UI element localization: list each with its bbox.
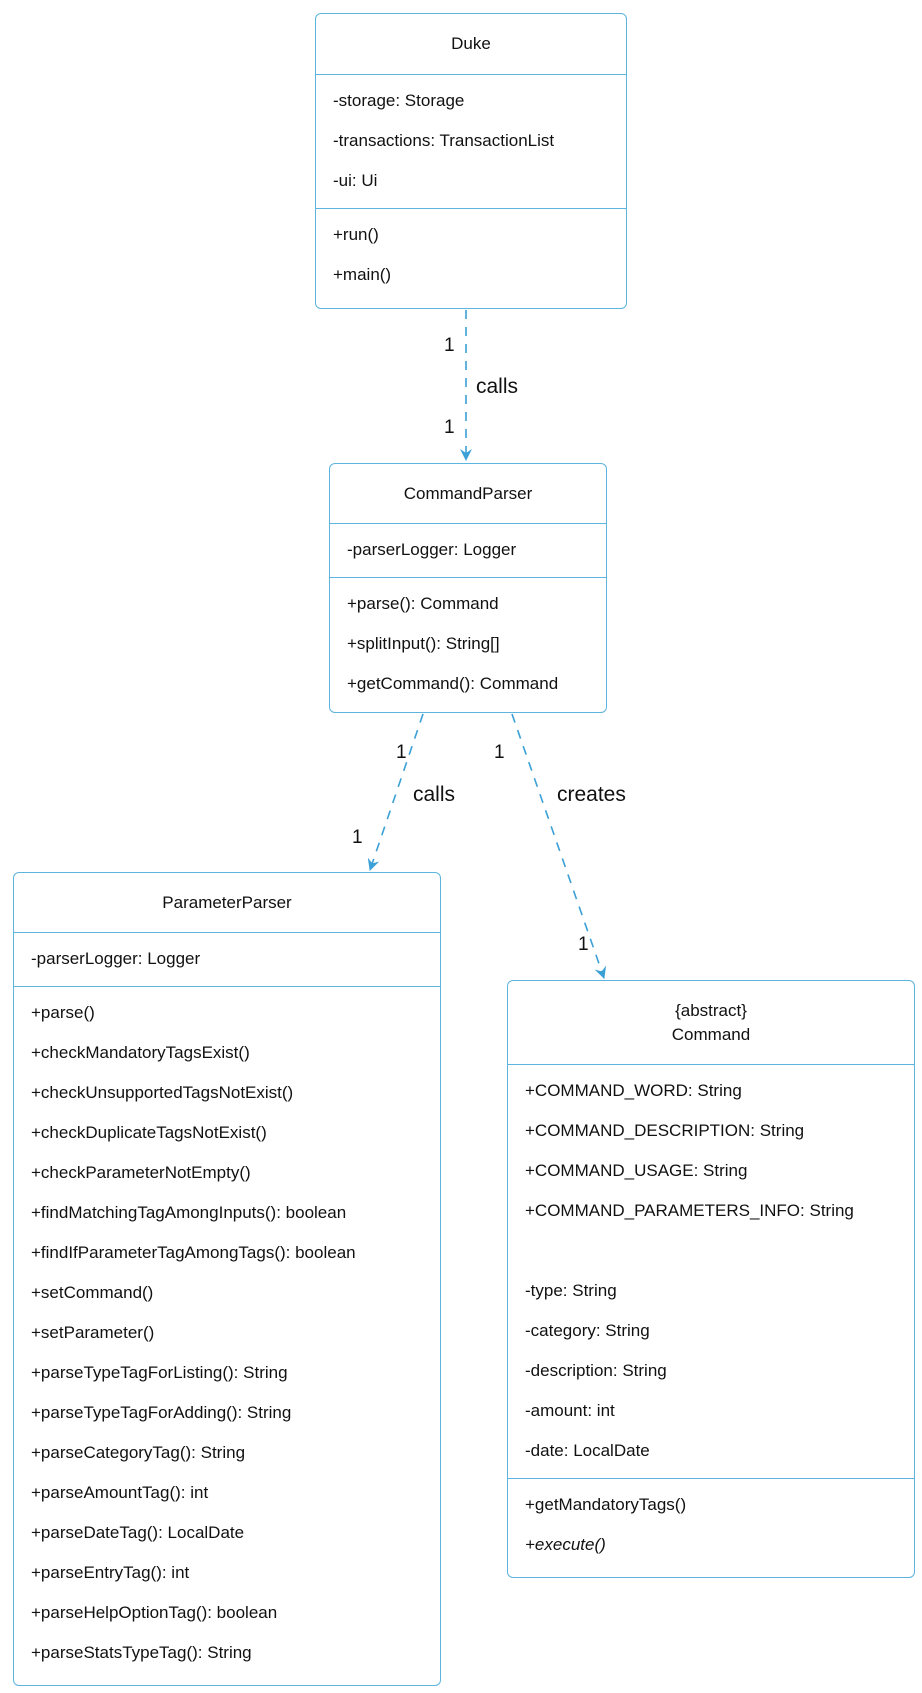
attribute: -parserLogger: Logger — [31, 949, 201, 968]
attribute: -storage: Storage — [333, 91, 465, 110]
method: +parseCategoryTag(): String — [31, 1443, 246, 1462]
attribute: -ui: Ui — [333, 171, 378, 190]
multiplicity-source: 1 — [494, 742, 505, 763]
class-parameter-parser: ParameterParser -parserLogger: Logger +p… — [13, 872, 441, 1686]
multiplicity-target: 1 — [578, 934, 589, 955]
method: +main() — [333, 265, 392, 284]
method: +findIfParameterTagAmongTags(): boolean — [31, 1243, 356, 1262]
attribute: -transactions: TransactionList — [333, 131, 555, 150]
method: +checkDuplicateTagsNotExist() — [31, 1123, 267, 1142]
attribute: -parserLogger: Logger — [347, 540, 517, 559]
multiplicity-target: 1 — [352, 827, 363, 848]
method: +parseStatsTypeTag(): String — [31, 1643, 252, 1662]
method: +parseEntryTag(): int — [31, 1563, 190, 1582]
method: +parseHelpOptionTag(): boolean — [31, 1603, 278, 1622]
class-parameter-parser-methods: +parse() +checkMandatoryTagsExist() +che… — [14, 986, 440, 1680]
method: +checkParameterNotEmpty() — [31, 1163, 251, 1182]
method: +parse(): Command — [347, 594, 499, 613]
class-duke-attributes: -storage: Storage -transactions: Transac… — [316, 75, 626, 208]
attribute: +COMMAND_DESCRIPTION: String — [525, 1121, 805, 1140]
method: +splitInput(): String[] — [347, 634, 500, 653]
method: +setCommand() — [31, 1283, 154, 1302]
class-command-header: {abstract} Command — [508, 981, 914, 1065]
class-duke-name: Duke — [451, 34, 491, 53]
class-command-parser-header: CommandParser — [330, 464, 606, 524]
attribute: -category: String — [525, 1321, 650, 1340]
relation-command-parser-calls-parameter-parser: calls 1 1 — [352, 713, 455, 871]
class-parameter-parser-header: ParameterParser — [14, 873, 440, 933]
relation-command-parser-creates-command: creates 1 1 — [494, 713, 626, 979]
attribute: +COMMAND_PARAMETERS_INFO: String — [525, 1201, 854, 1220]
relation-duke-calls-command-parser: calls 1 1 — [444, 310, 518, 461]
method: +checkMandatoryTagsExist() — [31, 1043, 250, 1062]
attribute: +COMMAND_WORD: String — [525, 1081, 742, 1100]
class-duke-header: Duke — [316, 14, 626, 75]
method: +findMatchingTagAmongInputs(): boolean — [31, 1203, 347, 1222]
method: +parseDateTag(): LocalDate — [31, 1523, 245, 1542]
class-command-parser-methods: +parse(): Command +splitInput(): String[… — [330, 577, 606, 711]
class-command-stereotype: {abstract} — [675, 1000, 747, 1020]
method: +parse() — [31, 1003, 95, 1022]
relation-label: calls — [476, 375, 518, 398]
relation-line — [367, 713, 424, 871]
method: +setParameter() — [31, 1323, 155, 1342]
relation-line — [511, 713, 607, 979]
relation-label: calls — [413, 783, 455, 806]
class-duke: Duke -storage: Storage -transactions: Tr… — [315, 13, 627, 309]
class-command-name: Command — [671, 1024, 751, 1044]
attribute: -type: String — [525, 1281, 617, 1300]
class-command-attributes: +COMMAND_WORD: String +COMMAND_DESCRIPTI… — [508, 1065, 914, 1478]
class-command-parser: CommandParser -parserLogger: Logger +par… — [329, 463, 607, 713]
class-command-methods: +getMandatoryTags() +execute() — [508, 1478, 914, 1572]
method: +parseTypeTagForListing(): String — [31, 1363, 288, 1382]
method: +parseTypeTagForAdding(): String — [31, 1403, 292, 1422]
attribute: -amount: int — [525, 1401, 615, 1420]
method: +run() — [333, 225, 379, 244]
attribute: -description: String — [525, 1361, 667, 1380]
class-parameter-parser-name: ParameterParser — [162, 892, 292, 912]
class-command-parser-name: CommandParser — [403, 483, 533, 503]
class-command: {abstract} Command +COMMAND_WORD: String… — [507, 980, 915, 1578]
class-duke-methods: +run() +main() — [316, 208, 626, 302]
method: +checkUnsupportedTagsNotExist() — [31, 1083, 294, 1102]
class-parameter-parser-attributes: -parserLogger: Logger — [14, 933, 440, 986]
method: +getMandatoryTags() — [525, 1495, 687, 1514]
multiplicity-source: 1 — [396, 742, 407, 763]
multiplicity-source: 1 — [444, 335, 455, 356]
attribute: +COMMAND_USAGE: String — [525, 1161, 748, 1180]
multiplicity-target: 1 — [444, 417, 455, 438]
relation-label: creates — [557, 783, 626, 806]
attribute: -date: LocalDate — [525, 1441, 650, 1460]
method: +getCommand(): Command — [347, 674, 559, 693]
abstract-method: +execute() — [525, 1535, 606, 1554]
class-command-parser-attributes: -parserLogger: Logger — [330, 524, 606, 577]
method: +parseAmountTag(): int — [31, 1483, 209, 1502]
